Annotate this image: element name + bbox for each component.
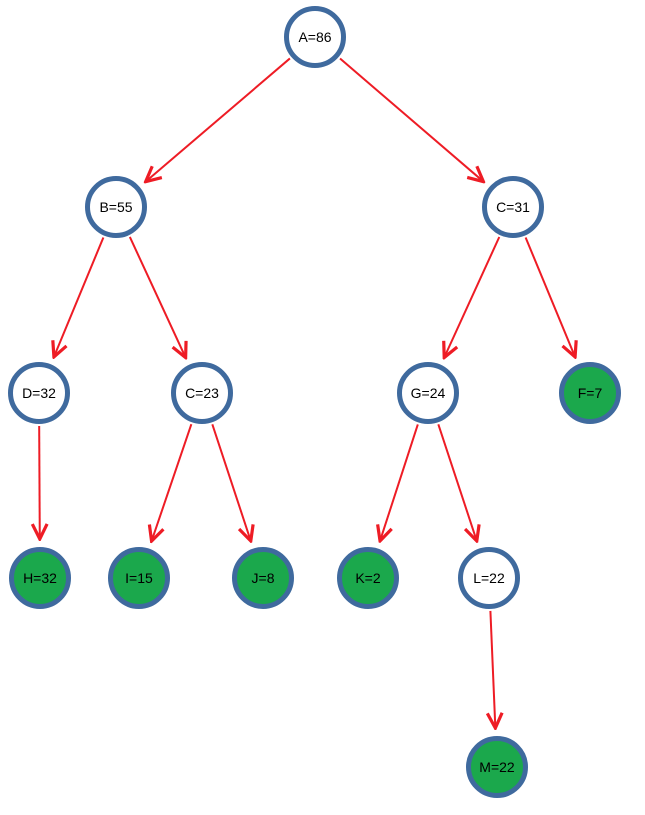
- tree-node-label: F=7: [577, 385, 603, 401]
- tree-node-label: H=32: [23, 570, 57, 586]
- tree-node-F[interactable]: F=7: [559, 362, 621, 424]
- tree-node-label: C=23: [185, 385, 219, 401]
- tree-node-label: M=22: [479, 759, 515, 775]
- tree-edges: [39, 57, 575, 727]
- tree-edge-G-to-K: [380, 424, 419, 540]
- tree-node-C2[interactable]: C=23: [171, 362, 233, 424]
- tree-edge-D-to-H: [39, 425, 40, 538]
- tree-node-B[interactable]: B=55: [85, 176, 147, 238]
- tree-node-D[interactable]: D=32: [8, 362, 70, 424]
- tree-node-G[interactable]: G=24: [397, 362, 459, 424]
- tree-node-M[interactable]: M=22: [466, 736, 528, 798]
- tree-node-H[interactable]: H=32: [9, 547, 71, 609]
- tree-edge-C1-to-G: [445, 236, 501, 357]
- tree-node-label: D=32: [22, 385, 56, 401]
- tree-node-label: B=55: [99, 199, 133, 215]
- tree-edge-C2-to-I: [152, 423, 193, 540]
- tree-node-C1[interactable]: C=31: [482, 176, 544, 238]
- tree-node-label: K=2: [355, 570, 381, 586]
- tree-node-label: C=31: [496, 199, 530, 215]
- tree-node-label: A=86: [298, 29, 332, 45]
- tree-edge-L-to-M: [490, 610, 495, 727]
- tree-edge-G-to-L: [437, 424, 476, 540]
- tree-node-label: J=8: [251, 570, 275, 586]
- tree-node-label: I=15: [125, 570, 153, 586]
- tree-node-J[interactable]: J=8: [232, 547, 294, 609]
- tree-edge-A-to-B: [146, 57, 291, 181]
- tree-node-K[interactable]: K=2: [337, 547, 399, 609]
- tree-node-I[interactable]: I=15: [108, 547, 170, 609]
- tree-node-L[interactable]: L=22: [458, 547, 520, 609]
- tree-edge-A-to-C1: [339, 57, 483, 181]
- tree-edge-B-to-D: [54, 237, 105, 356]
- tree-node-label: L=22: [473, 570, 505, 586]
- tree-node-label: G=24: [410, 385, 446, 401]
- tree-edge-C2-to-J: [211, 424, 250, 540]
- tree-edge-B-to-C2: [128, 236, 185, 357]
- tree-edge-C1-to-F: [524, 237, 575, 356]
- tree-node-A[interactable]: A=86: [284, 6, 346, 68]
